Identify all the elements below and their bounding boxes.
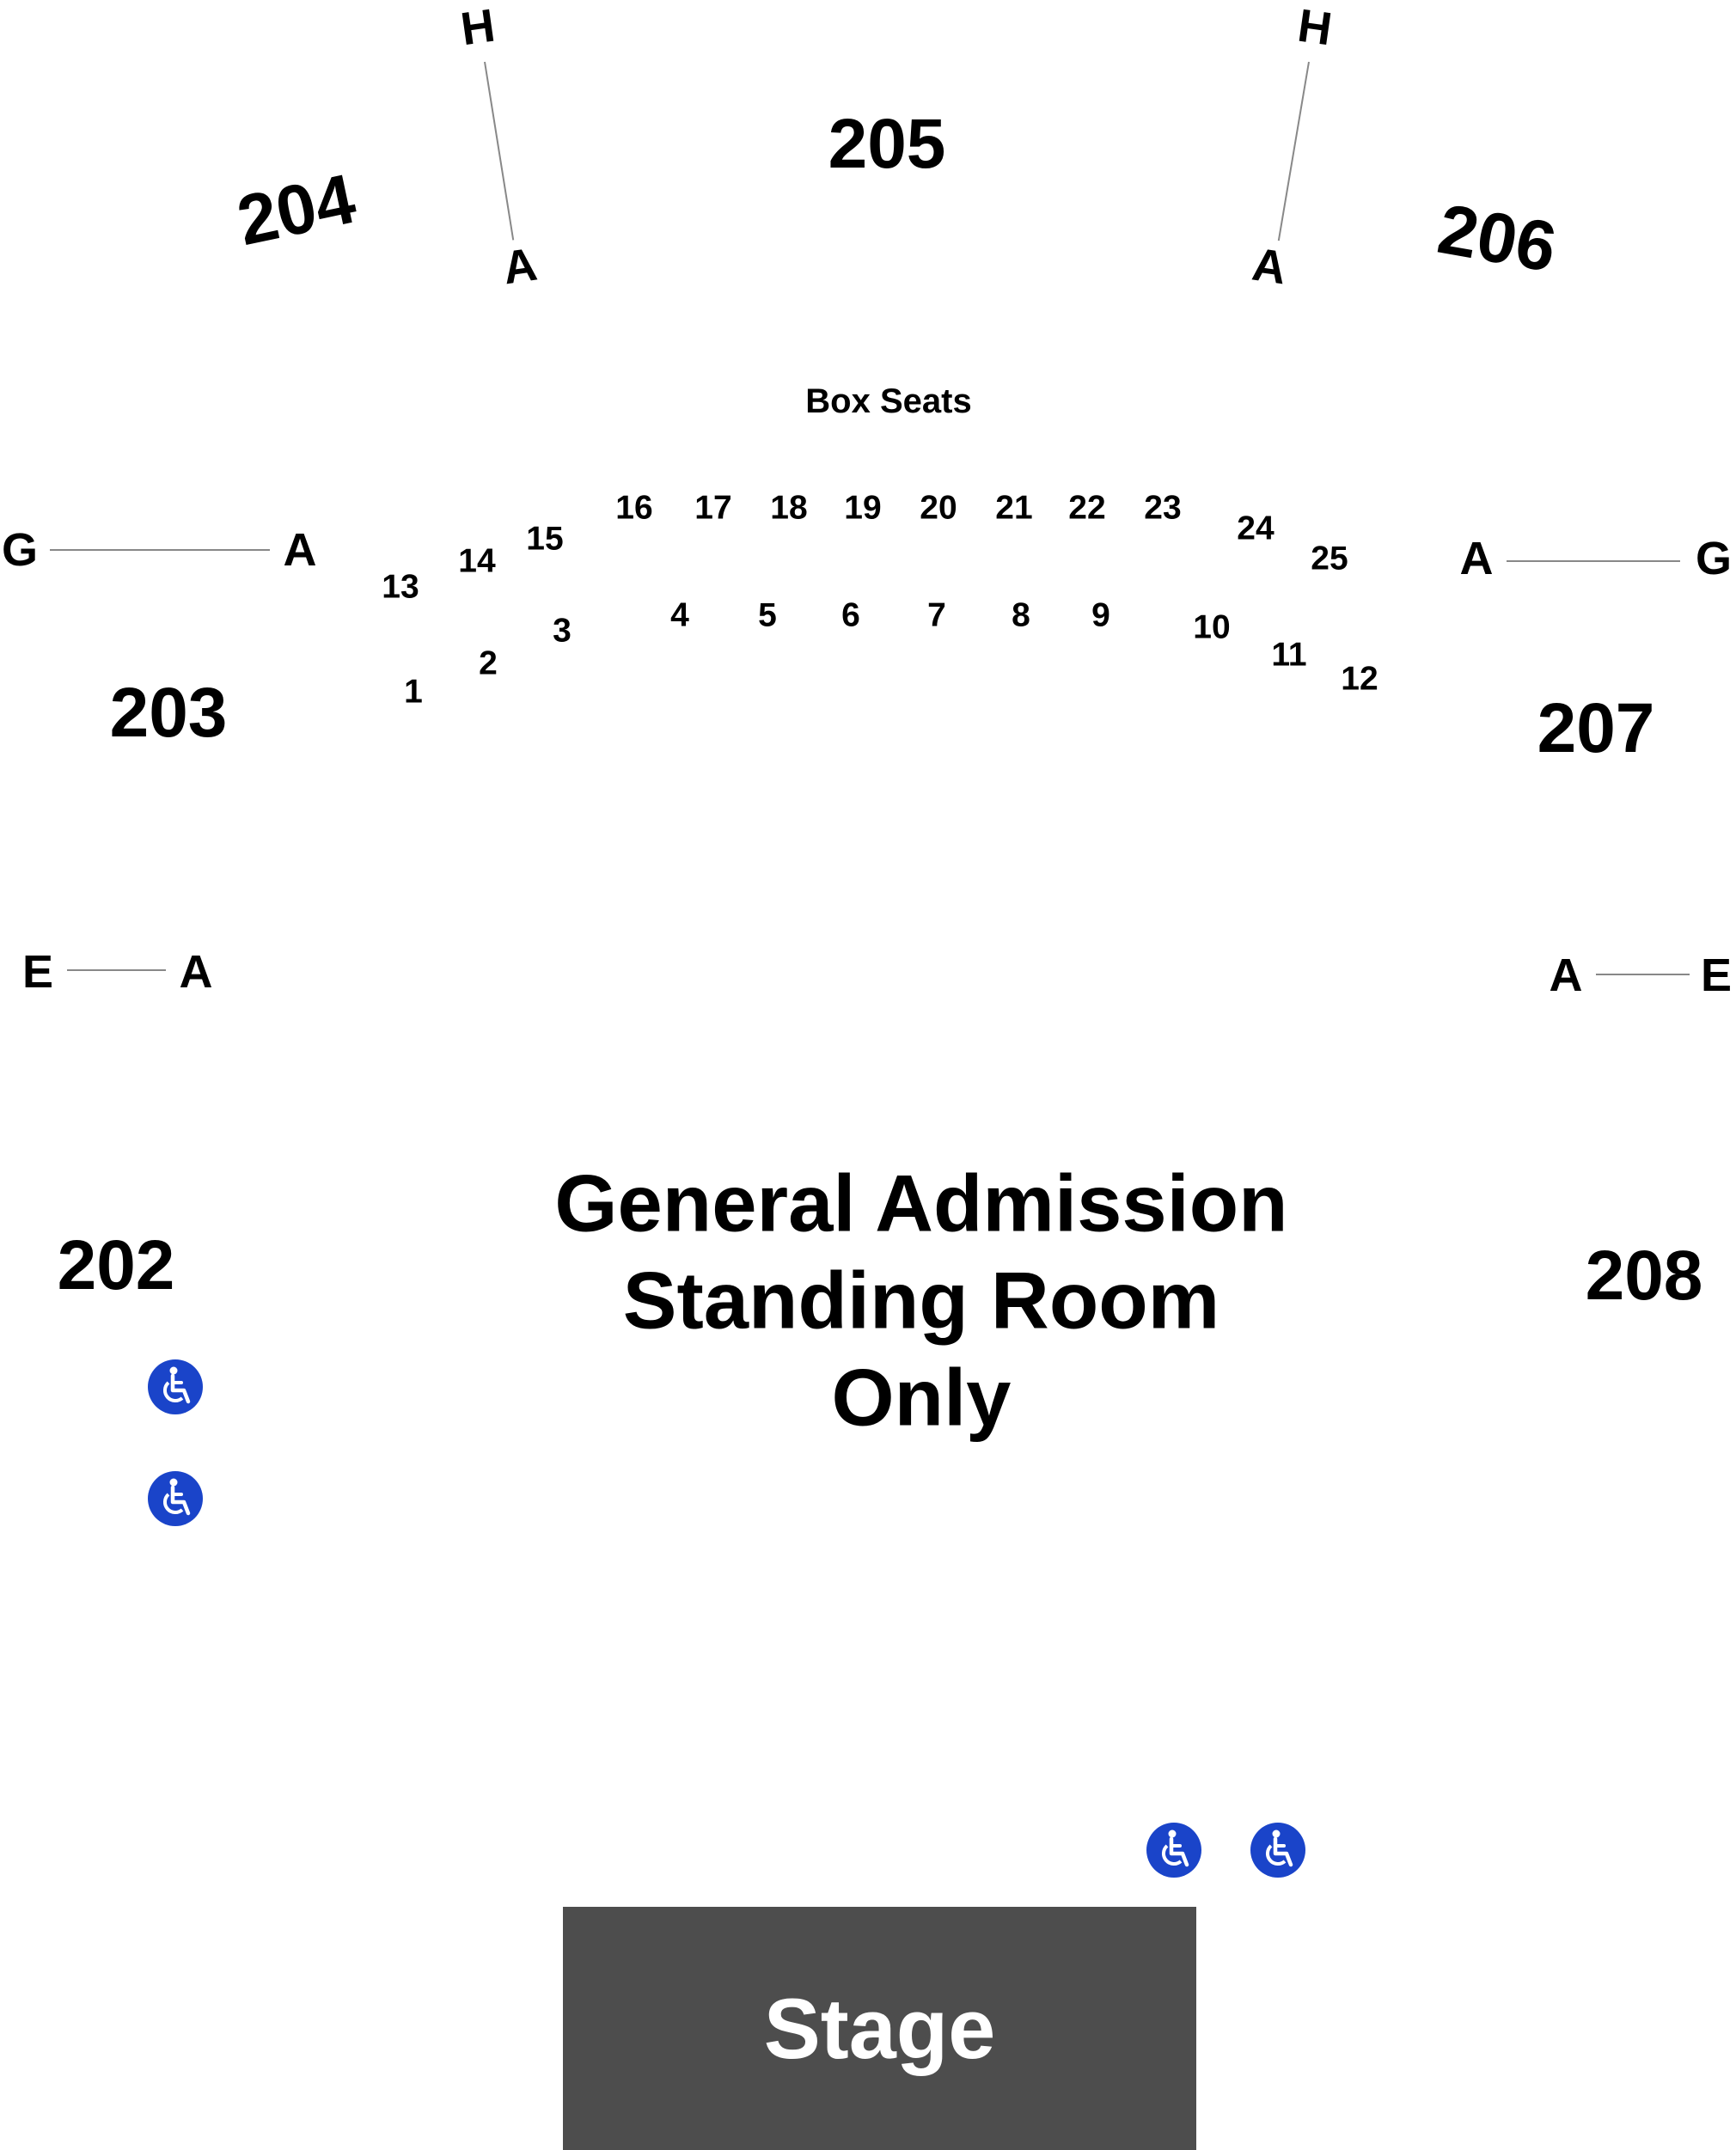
ga-line-2: Standing Room [622,1255,1220,1346]
ga-line-3: Only [831,1352,1012,1443]
box-seat[interactable]: 17 [694,489,732,527]
section-203-label[interactable]: 203 [109,674,228,752]
row-label-a: A [1459,533,1494,584]
box-seats-title: Box Seats [805,382,972,420]
section-207-label[interactable]: 207 [1537,689,1655,767]
wheelchair-icon[interactable] [148,1359,203,1414]
section-202-label[interactable]: 202 [57,1226,175,1304]
section-204-label[interactable]: 204 [230,159,363,261]
box-seat[interactable]: 3 [553,612,572,650]
box-seat[interactable]: 5 [758,596,777,634]
row-label-a: A [499,238,541,295]
box-seat[interactable]: 2 [479,644,498,682]
box-seat[interactable]: 8 [1012,596,1030,634]
wheelchair-icon[interactable] [148,1471,203,1526]
section-205-label[interactable]: 205 [828,105,946,183]
row-line-206 [1277,61,1310,241]
ga-line-1: General Admission [554,1157,1288,1249]
box-seat[interactable]: 10 [1193,608,1231,646]
box-seat[interactable]: 21 [995,489,1033,527]
row-label-h: H [1294,0,1336,56]
row-line-203 [50,549,270,551]
row-line-204 [484,61,515,241]
box-seat[interactable]: 25 [1311,540,1348,577]
box-seat[interactable]: 9 [1091,596,1110,634]
box-seat[interactable]: 1 [404,673,423,711]
box-seat[interactable]: 22 [1068,489,1106,527]
wheelchair-icon[interactable] [1146,1823,1201,1878]
row-label-a: A [1249,238,1290,295]
box-seat[interactable]: 24 [1237,510,1274,547]
box-seat[interactable]: 19 [844,489,882,527]
box-seat[interactable]: 20 [920,489,957,527]
row-label-h: H [457,0,498,56]
section-208-label[interactable]: 208 [1585,1237,1703,1315]
box-seat[interactable]: 14 [458,542,496,580]
row-label-g: G [1,524,39,576]
box-seat[interactable]: 12 [1341,660,1378,698]
box-seat[interactable]: 23 [1144,489,1182,527]
stage-label: Stage [763,1980,996,2076]
box-seat[interactable]: 6 [841,596,860,634]
row-label-e: E [1700,950,1733,1001]
general-admission-label[interactable]: General Admission Standing Room Only [554,1155,1287,1446]
wheelchair-icon[interactable] [1250,1823,1305,1878]
box-seat[interactable]: 7 [927,596,946,634]
row-label-a: A [179,946,213,998]
box-seat[interactable]: 18 [770,489,808,527]
row-line-202 [67,969,166,971]
row-line-208 [1596,974,1690,975]
row-label-e: E [21,946,54,998]
box-seat[interactable]: 15 [526,520,564,558]
box-seat[interactable]: 4 [670,596,689,634]
stage: Stage [563,1907,1196,2150]
box-seat[interactable]: 13 [382,568,419,606]
box-seat[interactable]: 16 [615,489,653,527]
section-206-label[interactable]: 206 [1432,189,1562,288]
row-label-a: A [1549,950,1583,1001]
row-label-a: A [283,524,317,576]
row-line-207 [1507,560,1680,562]
box-seat[interactable]: 11 [1271,636,1307,674]
row-label-g: G [1695,533,1733,584]
